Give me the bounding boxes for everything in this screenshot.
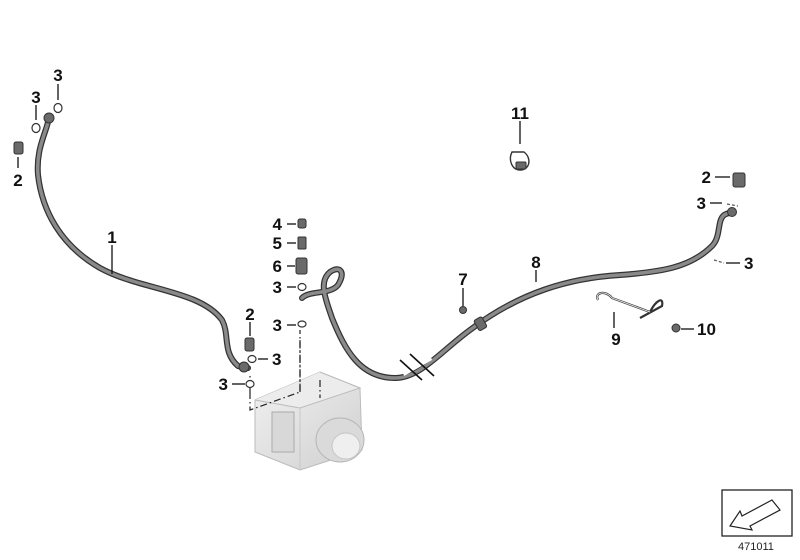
callout-7: 7 xyxy=(458,270,467,289)
callout-3: 3 xyxy=(53,66,62,85)
diagram-reference-number: 471011 xyxy=(738,541,774,553)
callout-2: 2 xyxy=(13,171,22,190)
arrow-down-left-icon xyxy=(721,489,793,537)
callout-8: 8 xyxy=(531,253,540,272)
small-parts xyxy=(13,102,746,389)
callout-3: 3 xyxy=(697,194,706,213)
callout-3: 3 xyxy=(272,350,281,369)
callout-3: 3 xyxy=(31,88,40,107)
abs-unit xyxy=(254,371,365,471)
callout-2: 2 xyxy=(702,168,711,187)
callout-3: 3 xyxy=(273,316,282,335)
callout-1: 1 xyxy=(107,228,116,247)
callout-3: 3 xyxy=(219,375,228,394)
callout-3: 3 xyxy=(273,278,282,297)
callout-3: 3 xyxy=(744,254,753,273)
brake-line-1 xyxy=(34,112,251,373)
brake-line-8 xyxy=(299,207,737,381)
callout-11: 11 xyxy=(511,104,529,123)
callout-5: 5 xyxy=(273,234,282,253)
callout-10: 10 xyxy=(697,320,716,339)
callout-9: 9 xyxy=(611,330,620,349)
assembly-guides xyxy=(249,330,321,411)
callout-4: 4 xyxy=(273,215,283,234)
callouts: 3 3 2 1 4 5 6 3 3 2 3 3 7 8 11 2 3 3 9 1… xyxy=(13,66,753,394)
callout-6: 6 xyxy=(273,257,282,276)
leader-lines xyxy=(17,84,740,385)
callout-2: 2 xyxy=(245,305,254,324)
